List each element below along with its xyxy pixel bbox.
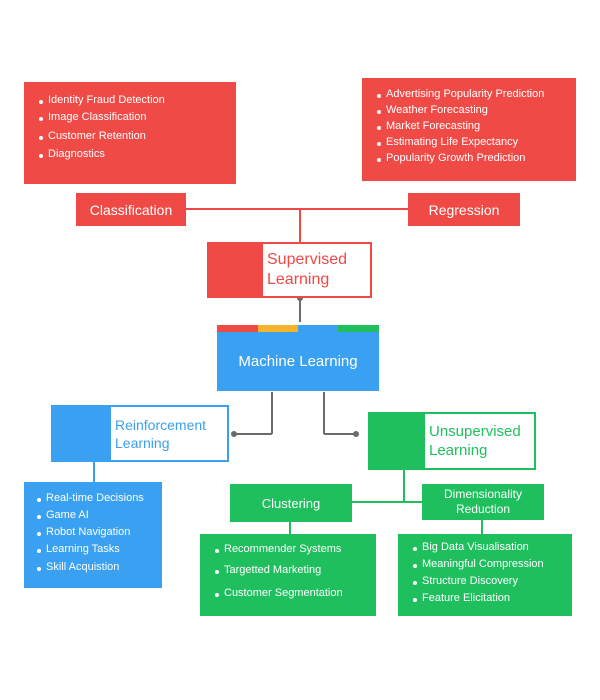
clustering-label: Clustering <box>261 495 321 511</box>
reinforcement-line1: Reinforcement <box>115 416 207 433</box>
classification-label: Classification <box>89 201 173 218</box>
unsupervised-line2: Learning <box>429 442 488 459</box>
list-item: Game AI <box>36 509 162 521</box>
supervised-line1: Supervised <box>267 251 348 268</box>
list-item: Customer Segmentation <box>214 587 376 599</box>
reinforcement-title: Reinforcement Learning <box>111 407 227 460</box>
color-stripe <box>217 325 379 332</box>
dimensionality-examples-box: Big Data Visualisation Meaningful Compre… <box>398 534 572 616</box>
stripe-yellow <box>258 325 298 332</box>
machine-learning-label: Machine Learning <box>238 353 358 370</box>
reinforcement-line2: Learning <box>115 434 170 451</box>
classification-examples-box: Identity Fraud Detection Image Classific… <box>24 82 236 184</box>
unsupervised-title: Unsupervised Learning <box>425 414 534 468</box>
list-item: Diagnostics <box>38 148 236 160</box>
list-item: Market Forecasting <box>376 120 576 132</box>
clustering-box: Clustering <box>230 484 352 522</box>
list-item: Real-time Decisions <box>36 492 162 504</box>
classification-box: Classification <box>76 193 186 226</box>
reinforcement-accent <box>53 407 111 460</box>
reinforcement-examples-list: Real-time Decisions Game AI Robot Naviga… <box>36 492 162 573</box>
stripe-blue <box>298 325 338 332</box>
list-item: Structure Discovery <box>412 575 572 587</box>
list-item: Meaningful Compression <box>412 558 572 570</box>
dimensionality-line1: Dimensionality <box>443 487 523 501</box>
regression-box: Regression <box>408 193 520 226</box>
list-item: Recommender Systems <box>214 543 376 555</box>
reinforcement-learning-box: Reinforcement Learning <box>51 405 229 462</box>
stripe-green <box>338 325 379 332</box>
list-item: Image Classification <box>38 111 236 123</box>
supervised-line2: Learning <box>267 271 330 288</box>
list-item: Robot Navigation <box>36 526 162 538</box>
list-item: Estimating Life Expectancy <box>376 136 576 148</box>
list-item: Feature Elicitation <box>412 592 572 604</box>
dimensionality-examples-list: Big Data Visualisation Meaningful Compre… <box>412 541 572 604</box>
unsupervised-line1: Unsupervised <box>429 423 521 440</box>
stripe-red <box>217 325 258 332</box>
list-item: Identity Fraud Detection <box>38 94 236 106</box>
machine-learning-box: Machine Learning <box>217 325 379 391</box>
regression-label: Regression <box>428 201 500 218</box>
dimensionality-reduction-box: Dimensionality Reduction <box>422 484 544 520</box>
supervised-learning-box: Supervised Learning <box>207 242 372 298</box>
list-item: Learning Tasks <box>36 543 162 555</box>
clustering-examples-box: Recommender Systems Targetted Marketing … <box>200 534 376 616</box>
list-item: Weather Forecasting <box>376 104 576 116</box>
unsupervised-learning-box: Unsupervised Learning <box>368 412 536 470</box>
list-item: Popularity Growth Prediction <box>376 152 576 164</box>
supervised-title: Supervised Learning <box>263 244 370 296</box>
dimensionality-line2: Reduction <box>455 502 511 516</box>
list-item: Targetted Marketing <box>214 564 376 576</box>
regression-examples-box: Advertising Popularity Prediction Weathe… <box>362 78 576 181</box>
supervised-accent <box>209 244 263 296</box>
regression-examples-list: Advertising Popularity Prediction Weathe… <box>376 88 576 164</box>
machine-learning-title: Machine Learning <box>217 332 379 391</box>
list-item: Advertising Popularity Prediction <box>376 88 576 100</box>
classification-examples-list: Identity Fraud Detection Image Classific… <box>38 94 236 160</box>
clustering-examples-list: Recommender Systems Targetted Marketing … <box>214 543 376 599</box>
list-item: Big Data Visualisation <box>412 541 572 553</box>
reinforcement-examples-box: Real-time Decisions Game AI Robot Naviga… <box>24 482 162 588</box>
list-item: Customer Retention <box>38 130 236 142</box>
list-item: Skill Acquistion <box>36 561 162 573</box>
unsupervised-accent <box>370 414 425 468</box>
